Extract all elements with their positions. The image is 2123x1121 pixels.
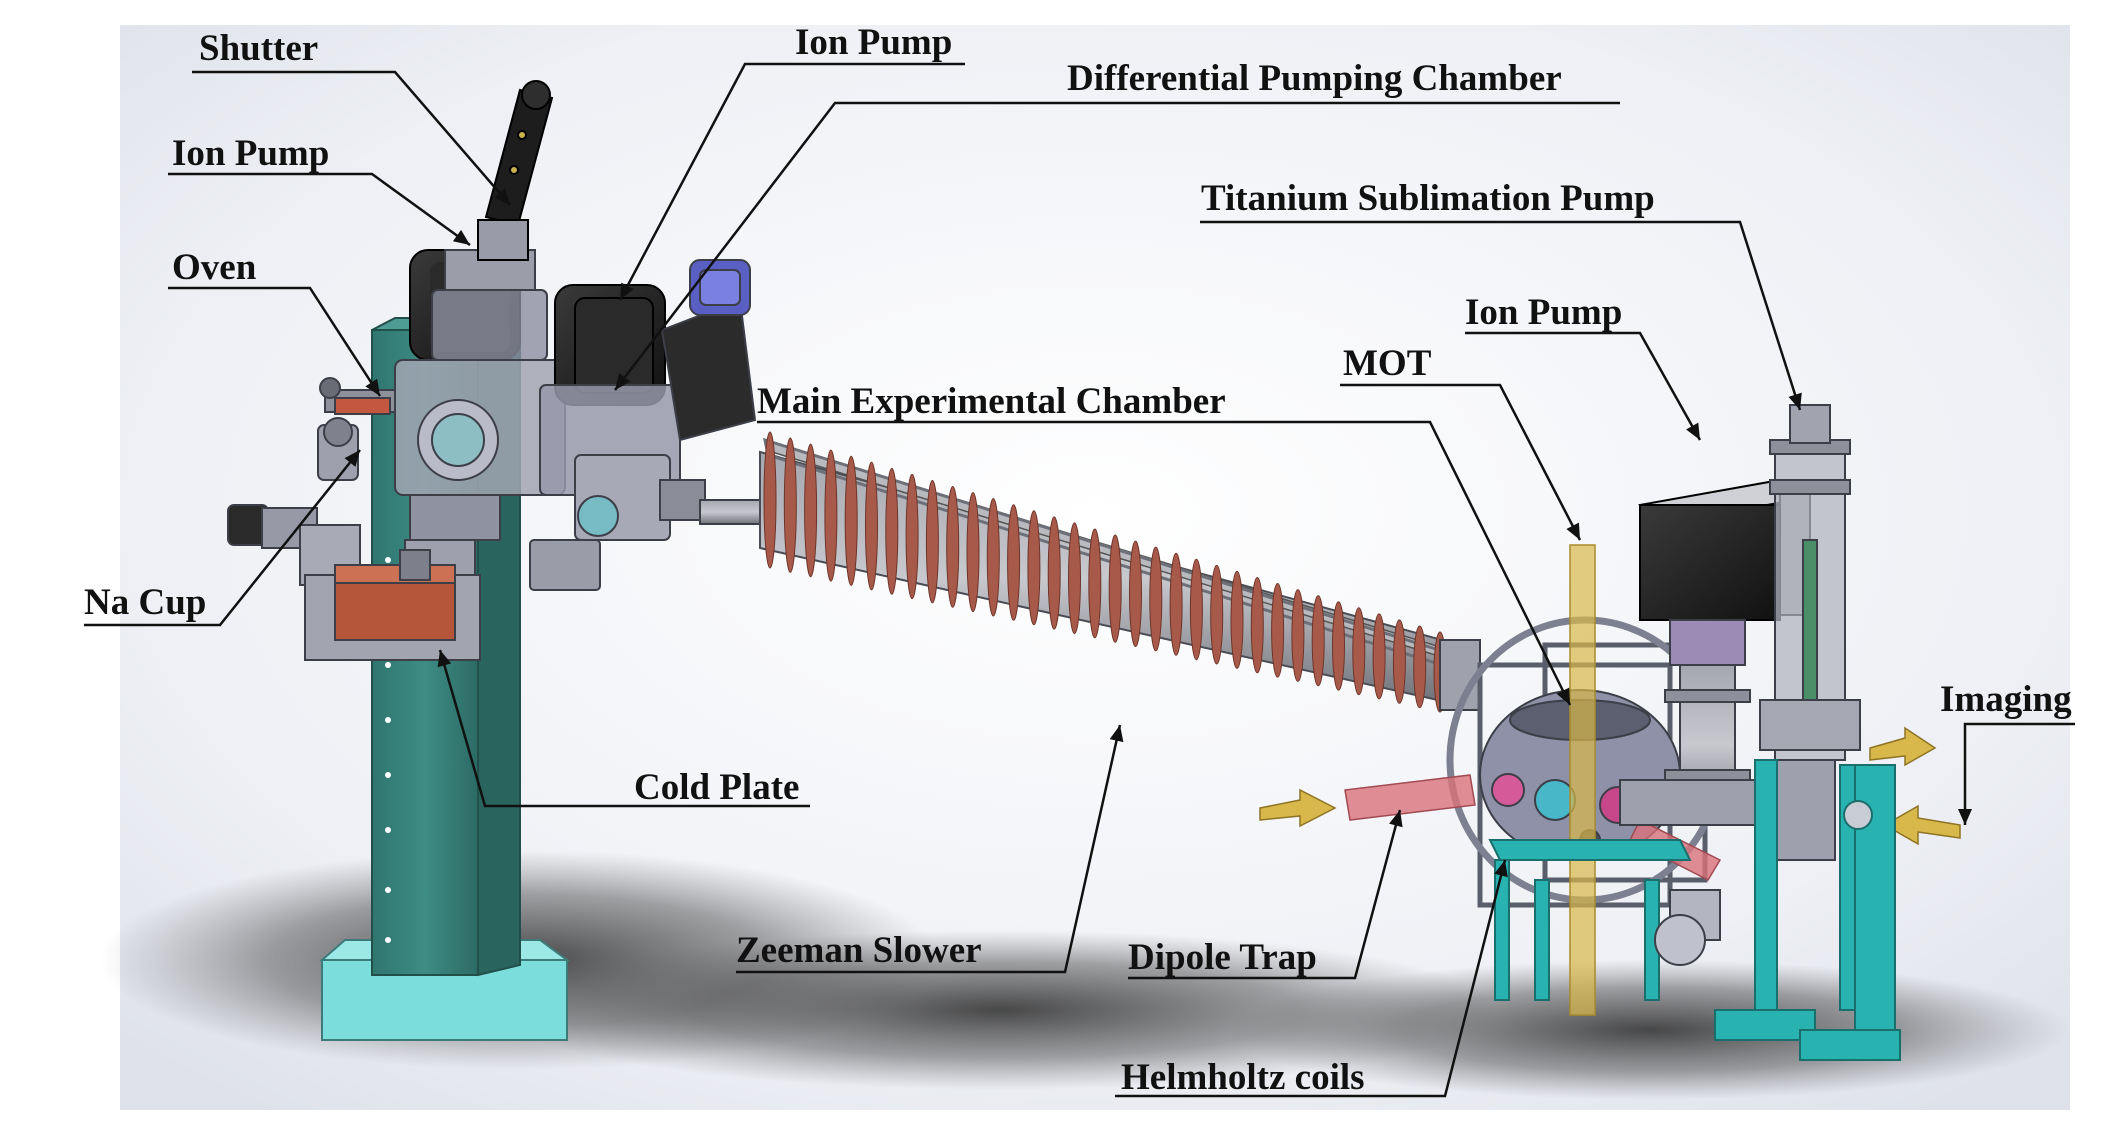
slower-coil-fin	[1311, 595, 1325, 687]
slower-coil-fin	[1413, 625, 1427, 709]
leader-ion-pump-right	[1465, 331, 1702, 441]
shutter-body	[477, 80, 554, 261]
leader-helmholtz-arrowhead	[1494, 860, 1508, 878]
slower-coil-fin	[1088, 528, 1102, 639]
leader-na-cup-arrowhead	[344, 450, 360, 467]
slower-coil-fin	[925, 480, 939, 604]
slower-coil-fin	[1372, 613, 1386, 700]
leader-dipole-trap-arrowhead	[1389, 810, 1403, 828]
leader-zeeman-arrowhead	[1109, 725, 1124, 743]
label-ion-pump-left: Ion Pump	[172, 133, 330, 174]
leader-imaging-arrowhead	[1958, 809, 1972, 825]
leader-differential	[614, 101, 1620, 391]
slower-coil-fin	[946, 486, 960, 608]
label-main-experimental-chamber: Main Experimental Chamber	[757, 381, 1226, 422]
zeeman-slower-coils	[763, 431, 1447, 713]
leader-ion-pump-left	[168, 172, 471, 247]
label-oven: Oven	[172, 247, 257, 288]
pump-stands	[1714, 759, 1901, 1061]
leader-cold-plate-arrowhead	[437, 650, 452, 668]
leader-ion-pump-right-arrowhead	[1686, 422, 1700, 440]
slower-coil-fin	[865, 461, 878, 591]
leader-na-cup	[84, 449, 361, 627]
slower-coil-fin	[1352, 607, 1366, 696]
leader-shutter	[192, 70, 511, 206]
slower-coil-fin	[804, 443, 818, 578]
pump-connection-column	[1619, 619, 1761, 966]
slower-coil-fin	[1169, 552, 1183, 656]
slower-coil-fin	[1189, 558, 1203, 661]
label-mot: MOT	[1343, 343, 1432, 384]
leader-oven	[168, 286, 382, 397]
imaging-beam-arrows	[1259, 726, 1961, 846]
chamber-legs	[1488, 839, 1692, 1001]
slower-coil-fin	[1068, 522, 1081, 635]
leader-mot-arrowhead	[1566, 522, 1580, 540]
leader-arrowheads	[344, 188, 1972, 878]
leader-ion-pump-top-arrowhead	[620, 282, 634, 300]
slower-coil-fin	[1027, 510, 1041, 626]
slower-coil-fin	[986, 498, 1000, 617]
slower-coil-fin	[885, 467, 899, 595]
slower-coil-fin	[1291, 589, 1305, 682]
ion-pump-top-body	[554, 284, 666, 406]
slower-coil-fin	[1108, 534, 1122, 643]
slower-coil-fin	[1007, 504, 1021, 621]
slower-coil-fin	[763, 431, 777, 569]
slower-coil-fin	[824, 449, 838, 582]
leader-zeeman	[736, 724, 1122, 974]
slower-coil-fin	[1149, 546, 1163, 652]
slower-coil-fin	[1332, 601, 1345, 691]
label-titanium-sublimation-pump: Titanium Sublimation Pump	[1201, 178, 1655, 219]
slower-coil-fin	[1392, 619, 1406, 704]
cold-plate	[304, 549, 481, 661]
slower-coil-fin	[1271, 583, 1285, 678]
label-na-cup: Na Cup	[84, 582, 207, 623]
label-ion-pump-top: Ion Pump	[795, 22, 953, 63]
slower-coil-fin	[905, 473, 919, 600]
slower-coil-fin	[1210, 564, 1224, 665]
label-dipole-trap: Dipole Trap	[1128, 937, 1317, 978]
leader-differential-arrowhead	[615, 373, 631, 390]
label-differential-pumping-chamber: Differential Pumping Chamber	[1067, 58, 1562, 99]
slower-coil-fin	[1129, 540, 1142, 647]
label-shutter: Shutter	[199, 28, 319, 69]
leader-main-chamber	[757, 420, 1572, 706]
leader-cold-plate	[438, 649, 810, 808]
label-imaging: Imaging	[1940, 679, 2072, 720]
label-zeeman-slower: Zeeman Slower	[736, 930, 982, 971]
slower-coil-fin	[1250, 577, 1264, 674]
leader-lines	[84, 62, 2075, 1098]
leader-shutter-arrowhead	[494, 188, 510, 205]
leader-ti-sub-pump	[1200, 220, 1802, 411]
mot-vertical-beam	[1569, 544, 1596, 1016]
leader-ion-pump-left-arrowhead	[452, 229, 470, 245]
slower-coil-fin	[966, 492, 980, 613]
na-cup-assembly	[227, 417, 361, 586]
leader-mot	[1340, 383, 1582, 541]
label-cold-plate: Cold Plate	[634, 767, 800, 808]
leader-oven-arrowhead	[365, 378, 380, 396]
label-ion-pump-right: Ion Pump	[1465, 292, 1623, 333]
leader-dipole-trap	[1128, 809, 1402, 980]
leader-ion-pump-top	[618, 62, 965, 301]
connecting-tube	[699, 499, 761, 525]
label-helmholtz-coils: Helmholtz coils	[1121, 1057, 1365, 1098]
slower-coil-fin	[1230, 570, 1244, 669]
leader-helmholtz	[1115, 859, 1507, 1098]
leader-main-chamber-arrowhead	[1556, 687, 1570, 705]
titanium-sublimation-pump-body	[1759, 404, 1861, 861]
leader-imaging	[1963, 722, 2075, 825]
slower-coil-fin	[1047, 516, 1061, 630]
source-stand	[319, 316, 571, 1041]
slower-coil-fin	[844, 455, 858, 586]
leader-ti-sub-pump-arrowhead	[1788, 392, 1802, 410]
slower-coil-fin	[783, 437, 797, 573]
